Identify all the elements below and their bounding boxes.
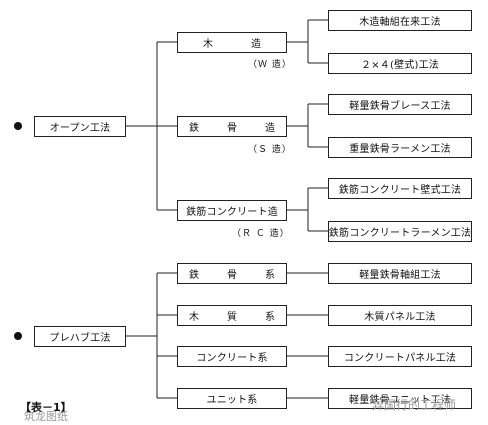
- bullet-prefab-icon: [14, 332, 22, 340]
- leaf-wood-conventional: 木造軸組在来工法: [328, 10, 472, 31]
- leaf-2x4: ２×４(壁式)工法: [328, 53, 472, 74]
- node-open-method: オープン工法: [34, 116, 126, 137]
- node-rc: 鉄筋コンクリート造: [177, 200, 287, 221]
- leaf-light-steel-brace: 軽量鉄骨ブレース工法: [328, 94, 472, 115]
- bullet-open-icon: [14, 122, 22, 130]
- node-open-label: オープン工法: [49, 123, 111, 134]
- node-concrete-type: コンクリート系: [177, 346, 287, 367]
- leaf-concrete-panel: コンクリートパネル工法: [328, 346, 472, 367]
- label-wood-sub: （Ｗ 造）: [248, 60, 292, 70]
- node-unit-type: ユニット系: [177, 388, 287, 409]
- leaf-wood-panel: 木質パネル工法: [328, 305, 472, 326]
- node-steel: 鉄 骨 造: [177, 116, 287, 137]
- leaf-light-steel-unit: 軽量鉄骨ユニット工法: [328, 388, 472, 409]
- node-steel-type: 鉄 骨 系: [177, 263, 287, 284]
- watermark-left: 筑龙图纸: [24, 410, 68, 423]
- node-prefab-method: プレハブ工法: [34, 326, 126, 347]
- label-steel-sub: （Ｓ 造）: [248, 145, 292, 155]
- table-caption: 【表－1】: [20, 401, 72, 414]
- watermark-right: 异国行的工程师: [372, 398, 457, 412]
- leaf-rc-rahmen: 鉄筋コンクリートラーメン工法: [328, 221, 472, 242]
- node-wood: 木 造: [177, 32, 287, 53]
- leaf-heavy-steel-rahmen: 重量鉄骨ラーメン工法: [328, 137, 472, 158]
- leaf-light-steel-frame: 軽量鉄骨軸組工法: [328, 263, 472, 284]
- node-prefab-label: プレハブ工法: [49, 333, 111, 344]
- leaf-rc-wall: 鉄筋コンクリート壁式工法: [328, 178, 472, 199]
- node-wood-type: 木 質 系: [177, 305, 287, 326]
- label-rc-sub: （Ｒ Ｃ 造）: [232, 229, 290, 239]
